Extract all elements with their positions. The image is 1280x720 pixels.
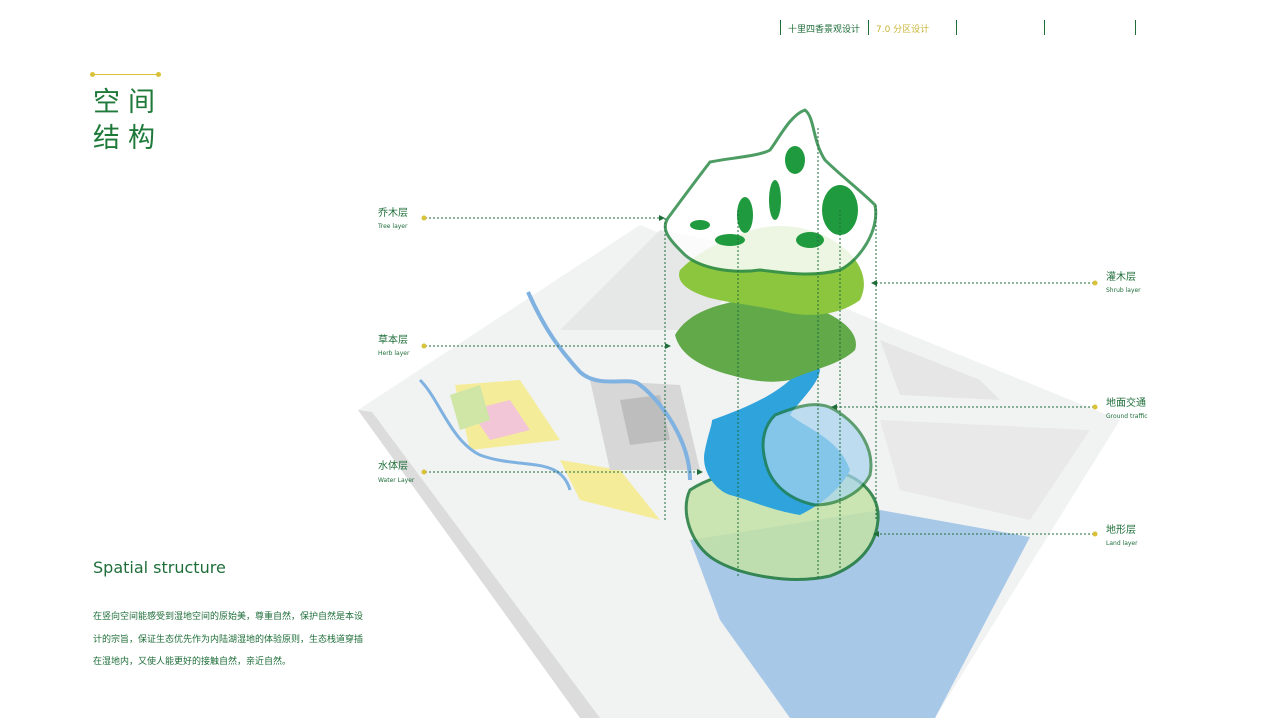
nav-divider <box>868 20 869 35</box>
nav-section-active[interactable]: 7.0 分区设计 <box>876 25 930 35</box>
description-line: 计的宗旨，保证生态优先作为内陆湖湿地的体验原则，生态栈道穿插 <box>93 635 364 645</box>
description-line: 在竖向空间能感受到湿地空间的原始美，尊重自然，保护自然是本设 <box>93 612 364 622</box>
river <box>526 291 692 481</box>
leader-lines <box>425 215 1094 537</box>
water-layer-label-en: Water Layer <box>378 477 415 484</box>
nav-divider <box>1135 20 1136 35</box>
ground-traffic-outline <box>761 403 873 507</box>
tree-layer-label-en: Tree layer <box>378 223 408 230</box>
title-rule <box>93 74 158 75</box>
nav-project-title[interactable]: 十里四香景观设计 <box>788 25 861 35</box>
title-rule-dot <box>90 72 95 77</box>
shrub-layer-label-en: Shrub layer <box>1106 287 1141 294</box>
water-layer-label: 水体层 <box>378 461 408 472</box>
leader-dots <box>421 215 1098 537</box>
land-layer-label: 地形层 <box>1106 525 1136 536</box>
description-line: 在湿地内，又使人能更好的接触自然，亲近自然。 <box>93 657 292 667</box>
section-subtitle: Spatial structure <box>93 558 226 577</box>
page-title-line2: 结构 <box>93 123 163 154</box>
nav-divider <box>956 20 957 35</box>
title-rule-dot <box>156 72 161 77</box>
page-title-line1: 空间 <box>93 87 163 118</box>
ground-traffic-label: 地面交通 <box>1106 398 1146 409</box>
vertical-guides <box>664 128 877 578</box>
land-layer-label-en: Land layer <box>1106 540 1138 547</box>
herb-layer-label: 草本层 <box>378 335 408 346</box>
tree-patches <box>690 146 858 248</box>
nav-divider <box>780 20 781 35</box>
herb-layer-label-en: Herb layer <box>378 350 410 357</box>
nav-divider <box>1044 20 1045 35</box>
canal <box>418 378 572 491</box>
shrub-layer-label: 灌木层 <box>1106 272 1136 283</box>
tree-layer-label: 乔木层 <box>378 208 408 219</box>
ground-traffic-label-en: Ground traffic <box>1106 413 1148 420</box>
herb-layer <box>675 298 856 382</box>
